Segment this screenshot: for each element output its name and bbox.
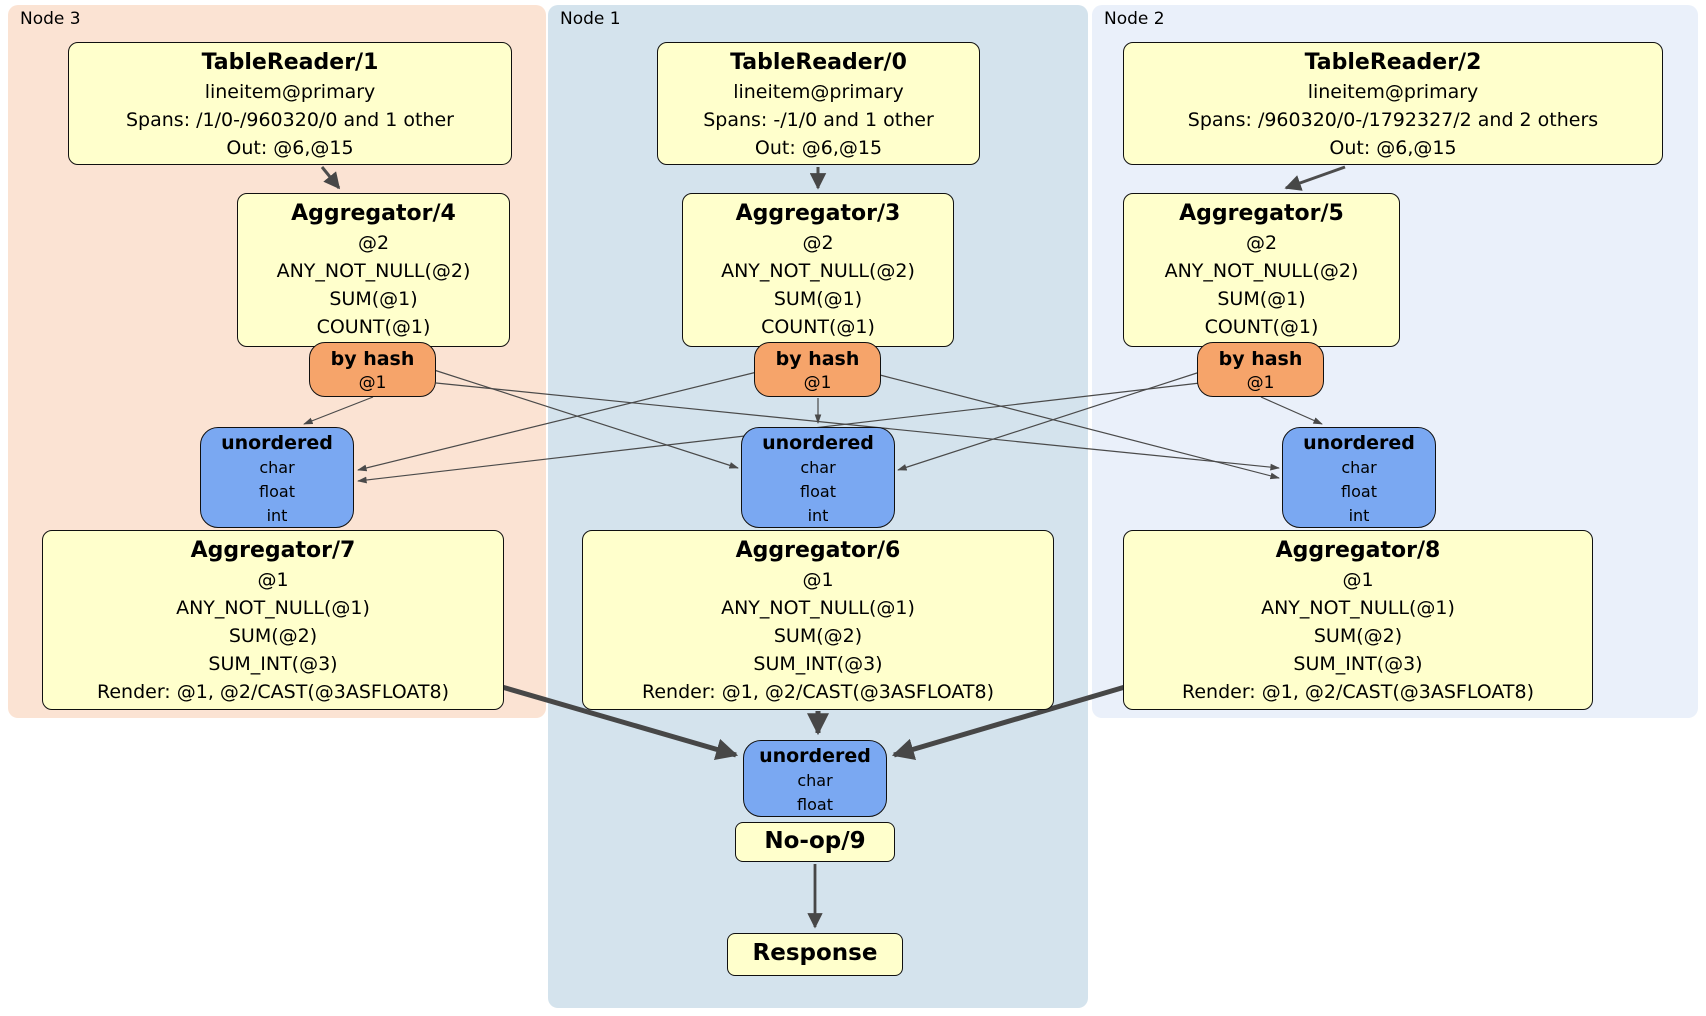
processor-title: TableReader/1 [201, 50, 379, 75]
edge-tr2-agg5 [1284, 165, 1346, 191]
router-title: by hash [1218, 348, 1303, 370]
router-by-hash-4: by hash @1 [309, 342, 436, 397]
sync-column: int [807, 506, 829, 525]
processor-title: TableReader/2 [1304, 50, 1482, 75]
node1-label: Node 1 [560, 9, 621, 29]
sync-column: int [1348, 506, 1370, 525]
processor-detail: ANY_NOT_NULL(@2) [1164, 260, 1359, 282]
processor-tablereader-2: TableReader/2 lineitem@primary Spans: /9… [1123, 42, 1663, 165]
processor-title: Aggregator/6 [735, 538, 901, 563]
processor-detail: Out: @6,@15 [754, 137, 883, 159]
edge-tr1-agg4 [320, 166, 341, 190]
router-by-hash-5: by hash @1 [1197, 342, 1324, 397]
processor-detail: @2 [1245, 232, 1278, 254]
edge-bh4-un7 [303, 396, 374, 425]
response-box: Response [727, 933, 903, 976]
processor-noop-9: No-op/9 [735, 822, 895, 862]
processor-aggregator-6: Aggregator/6 @1 ANY_NOT_NULL(@1) SUM(@2)… [582, 530, 1054, 710]
edge-agg8-unb [891, 684, 1126, 760]
sync-title: unordered [759, 745, 871, 767]
processor-title: Aggregator/5 [1179, 201, 1344, 226]
processor-detail: Spans: -/1/0 and 1 other [703, 109, 934, 131]
processor-detail: lineitem@primary [204, 81, 376, 103]
processor-detail: Render: @1, @2/CAST(@3ASFLOAT8) [97, 681, 449, 703]
sync-column: float [797, 795, 833, 814]
processor-aggregator-5: Aggregator/5 @2 ANY_NOT_NULL(@2) SUM(@1)… [1123, 193, 1400, 347]
sync-title: unordered [221, 432, 333, 454]
edge-bh4-un8 [435, 382, 1280, 471]
processor-detail: SUM(@2) [773, 625, 863, 647]
processor-detail: ANY_NOT_NULL(@1) [176, 597, 370, 619]
router-detail: @1 [1246, 373, 1275, 393]
processor-tablereader-1: TableReader/1 lineitem@primary Spans: /1… [68, 42, 512, 165]
processor-detail: Render: @1, @2/CAST(@3ASFLOAT8) [642, 681, 994, 703]
processor-detail: lineitem@primary [1307, 81, 1479, 103]
sync-unordered-8: unordered char float int [1282, 427, 1436, 528]
processor-detail: SUM_INT(@3) [208, 653, 338, 675]
processor-aggregator-3: Aggregator/3 @2 ANY_NOT_NULL(@2) SUM(@1)… [682, 193, 954, 347]
edge-bh3-un7 [357, 371, 758, 472]
processor-aggregator-7: Aggregator/7 @1 ANY_NOT_NULL(@1) SUM(@2)… [42, 530, 504, 710]
edge-agg7-unb [501, 684, 739, 761]
processor-detail: SUM(@1) [1217, 288, 1306, 310]
node3-label: Node 3 [20, 9, 81, 29]
sync-column: char [800, 458, 836, 477]
processor-detail: SUM(@1) [329, 288, 418, 310]
processor-detail: @2 [357, 232, 390, 254]
processor-title: Aggregator/8 [1275, 538, 1441, 563]
processor-detail: ANY_NOT_NULL(@2) [276, 260, 471, 282]
router-detail: @1 [803, 373, 832, 393]
processor-detail: ANY_NOT_NULL(@2) [721, 260, 915, 282]
processor-detail: @2 [802, 232, 834, 254]
sync-unordered-7: unordered char float int [200, 427, 354, 528]
sync-unordered-final: unordered char float [743, 740, 887, 817]
sync-title: unordered [762, 432, 874, 454]
processor-detail: @1 [802, 569, 834, 591]
processor-title: Aggregator/7 [190, 538, 356, 563]
sync-column: int [266, 506, 288, 525]
processor-title: Aggregator/4 [291, 201, 456, 226]
sync-column: char [259, 458, 295, 477]
edge-bh4-un6 [433, 369, 739, 469]
sync-column: char [1341, 458, 1377, 477]
processor-detail: COUNT(@1) [1204, 316, 1319, 338]
processor-detail: SUM_INT(@3) [1293, 653, 1423, 675]
sync-column: float [259, 482, 295, 501]
router-title: by hash [775, 348, 860, 370]
processor-title: TableReader/0 [730, 50, 907, 75]
processor-detail: COUNT(@1) [316, 316, 431, 338]
processor-detail: lineitem@primary [733, 81, 904, 103]
processor-detail: SUM(@2) [228, 625, 318, 647]
processor-tablereader-0: TableReader/0 lineitem@primary Spans: -/… [657, 42, 980, 165]
node2-label: Node 2 [1104, 9, 1165, 29]
router-title: by hash [330, 348, 415, 370]
processor-detail: COUNT(@1) [761, 316, 875, 338]
processor-detail: Spans: /960320/0-/1792327/2 and 2 others [1187, 109, 1599, 131]
sync-column: char [797, 771, 833, 790]
processor-aggregator-4: Aggregator/4 @2 ANY_NOT_NULL(@2) SUM(@1)… [237, 193, 510, 347]
sync-title: unordered [1303, 432, 1415, 454]
processor-detail: SUM(@2) [1313, 625, 1403, 647]
processor-aggregator-8: Aggregator/8 @1 ANY_NOT_NULL(@1) SUM(@2)… [1123, 530, 1593, 710]
router-detail: @1 [358, 373, 387, 393]
sync-column: float [1341, 482, 1377, 501]
processor-detail: Out: @6,@15 [226, 137, 354, 159]
router-by-hash-3: by hash @1 [754, 342, 881, 397]
processor-detail: ANY_NOT_NULL(@1) [1261, 597, 1455, 619]
edge-bh3-un8 [879, 374, 1280, 480]
processor-detail: ANY_NOT_NULL(@1) [721, 597, 915, 619]
processor-title: Aggregator/3 [735, 201, 901, 226]
processor-detail: SUM(@1) [773, 288, 863, 310]
processor-detail: Render: @1, @2/CAST(@3ASFLOAT8) [1182, 681, 1534, 703]
edge-bh5-un8 [1260, 396, 1323, 425]
sync-column: float [800, 482, 836, 501]
processor-detail: @1 [1342, 569, 1374, 591]
processor-detail: @1 [257, 569, 289, 591]
processor-detail: SUM_INT(@3) [753, 653, 883, 675]
processor-detail: Out: @6,@15 [1329, 137, 1457, 159]
processor-detail: Spans: /1/0-/960320/0 and 1 other [126, 109, 454, 131]
sync-unordered-6: unordered char float int [741, 427, 895, 528]
